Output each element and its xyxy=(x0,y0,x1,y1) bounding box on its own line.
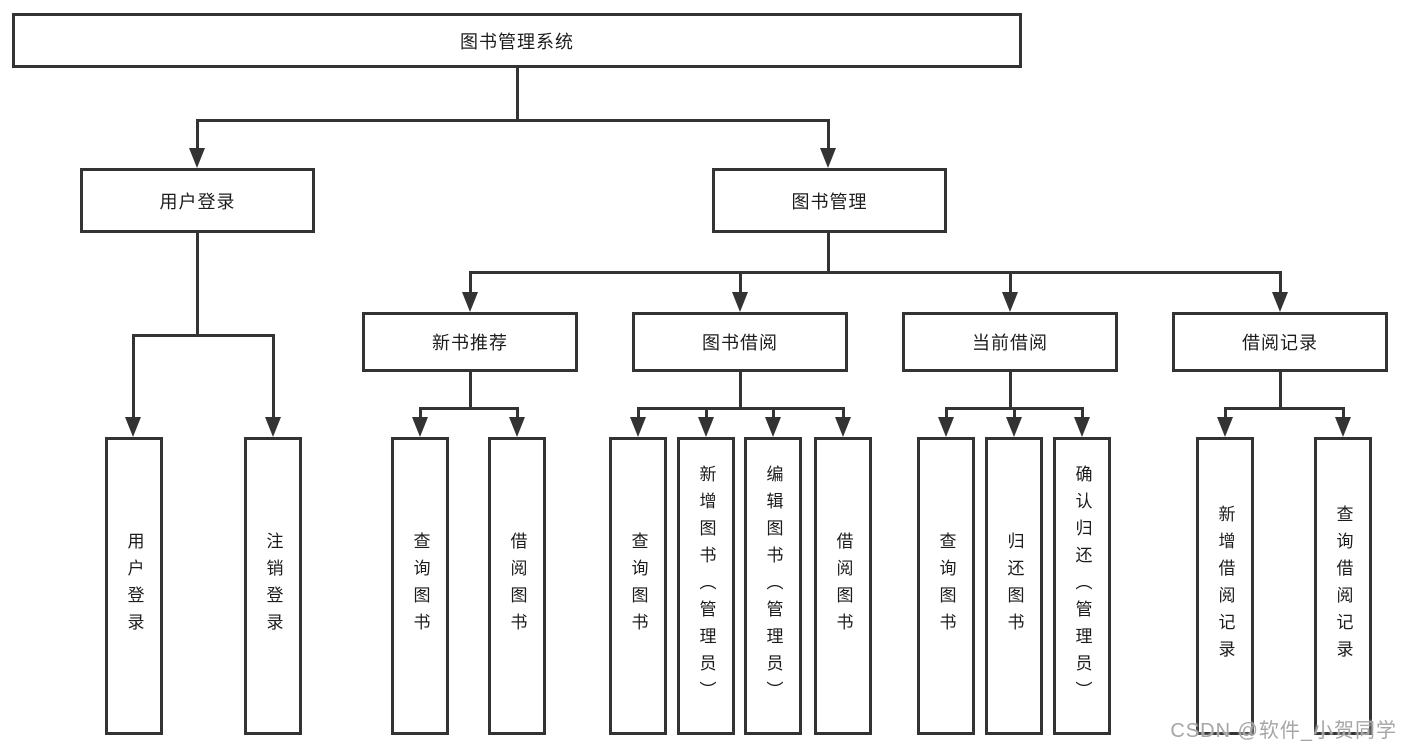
connector-line xyxy=(705,407,708,421)
arrow-down-icon xyxy=(820,148,836,168)
connector-line xyxy=(469,271,472,296)
arrow-down-icon xyxy=(938,417,954,437)
leaf-query-borrow-record-label: 查询借阅记录 xyxy=(1333,505,1353,667)
leaf-return-book: 归还图书 xyxy=(985,437,1043,735)
node-current-borrow: 当前借阅 xyxy=(902,312,1118,372)
leaf-borrow-book-2-label: 借阅图书 xyxy=(833,532,853,640)
connector-line xyxy=(739,271,742,296)
arrow-down-icon xyxy=(630,417,646,437)
leaf-query-book-2-label: 查询图书 xyxy=(628,532,648,640)
leaf-add-borrow-record: 新增借阅记录 xyxy=(1196,437,1254,735)
connector-line xyxy=(132,334,275,337)
connector-line xyxy=(419,407,422,421)
leaf-borrow-book-2: 借阅图书 xyxy=(814,437,872,735)
node-book-management-label: 图书管理 xyxy=(791,191,868,212)
arrow-down-icon xyxy=(412,417,428,437)
leaf-confirm-return: 确认归还（管理员） xyxy=(1053,437,1111,735)
node-new-book-recommend: 新书推荐 xyxy=(362,312,578,372)
leaf-edit-book: 编辑图书（管理员） xyxy=(744,437,802,735)
leaf-logout: 注销登录 xyxy=(244,437,302,735)
node-user-login: 用户登录 xyxy=(80,168,315,233)
connector-line xyxy=(272,334,275,421)
leaf-user-login: 用户登录 xyxy=(105,437,163,735)
connector-line xyxy=(132,334,135,421)
connector-line xyxy=(196,232,199,336)
connector-line xyxy=(827,119,830,152)
leaf-query-borrow-record: 查询借阅记录 xyxy=(1314,437,1372,735)
connector-line xyxy=(739,372,742,409)
connector-line xyxy=(827,232,830,274)
connector-line xyxy=(772,407,775,421)
leaf-query-book-1-label: 查询图书 xyxy=(410,532,430,640)
arrow-down-icon xyxy=(1002,292,1018,312)
arrow-down-icon xyxy=(765,417,781,437)
connector-line xyxy=(1342,407,1345,421)
connector-line xyxy=(419,407,518,410)
node-book-borrow-label: 图书借阅 xyxy=(702,333,778,353)
node-current-borrow-label: 当前借阅 xyxy=(972,333,1048,353)
connector-line xyxy=(1279,271,1282,296)
connector-line xyxy=(1081,407,1084,421)
leaf-edit-book-label: 编辑图书（管理员） xyxy=(763,464,783,708)
leaf-borrow-book-1-label: 借阅图书 xyxy=(507,532,527,640)
connector-line xyxy=(516,68,519,121)
connector-line xyxy=(637,407,844,410)
watermark-text: CSDN @软件_小贺同学 xyxy=(1170,720,1397,742)
connector-line xyxy=(196,119,199,152)
node-user-login-label: 用户登录 xyxy=(159,191,236,212)
leaf-confirm-return-label: 确认归还（管理员） xyxy=(1072,464,1092,708)
arrow-down-icon xyxy=(1272,292,1288,312)
connector-line xyxy=(1009,271,1012,296)
arrow-down-icon xyxy=(1217,417,1233,437)
leaf-logout-label: 注销登录 xyxy=(263,532,283,640)
arrow-down-icon xyxy=(835,417,851,437)
arrow-down-icon xyxy=(732,292,748,312)
connector-line xyxy=(516,407,519,421)
leaf-add-borrow-record-label: 新增借阅记录 xyxy=(1215,505,1235,667)
leaf-return-book-label: 归还图书 xyxy=(1004,532,1024,640)
arrow-down-icon xyxy=(509,417,525,437)
arrow-down-icon xyxy=(1335,417,1351,437)
leaf-add-book-label: 新增图书（管理员） xyxy=(696,464,716,708)
leaf-add-book: 新增图书（管理员） xyxy=(677,437,735,735)
node-new-book-recommend-label: 新书推荐 xyxy=(432,333,508,353)
arrow-down-icon xyxy=(189,148,205,168)
node-root: 图书管理系统 xyxy=(12,13,1022,68)
connector-line xyxy=(469,372,472,409)
arrow-down-icon xyxy=(462,292,478,312)
connector-line xyxy=(1013,407,1016,421)
node-borrow-records-label: 借阅记录 xyxy=(1242,333,1318,353)
connector-line xyxy=(1279,372,1282,409)
leaf-query-book-3: 查询图书 xyxy=(917,437,975,735)
arrow-down-icon xyxy=(698,417,714,437)
connector-line xyxy=(469,271,1281,274)
arrow-down-icon xyxy=(1074,417,1090,437)
leaf-query-book-1: 查询图书 xyxy=(391,437,449,735)
node-book-management: 图书管理 xyxy=(712,168,947,233)
node-book-borrow: 图书借阅 xyxy=(632,312,848,372)
leaf-query-book-3-label: 查询图书 xyxy=(936,532,956,640)
connector-line xyxy=(1224,407,1344,410)
connector-line xyxy=(1224,407,1227,421)
arrow-down-icon xyxy=(125,417,141,437)
node-borrow-records: 借阅记录 xyxy=(1172,312,1388,372)
connector-line xyxy=(637,407,640,421)
connector-line xyxy=(1009,372,1012,409)
leaf-user-login-label: 用户登录 xyxy=(124,532,144,640)
node-root-label: 图书管理系统 xyxy=(460,31,574,52)
connector-line xyxy=(197,119,830,122)
leaf-borrow-book-1: 借阅图书 xyxy=(488,437,546,735)
arrow-down-icon xyxy=(265,417,281,437)
connector-line xyxy=(945,407,948,421)
connector-line xyxy=(842,407,845,421)
leaf-query-book-2: 查询图书 xyxy=(609,437,667,735)
arrow-down-icon xyxy=(1006,417,1022,437)
